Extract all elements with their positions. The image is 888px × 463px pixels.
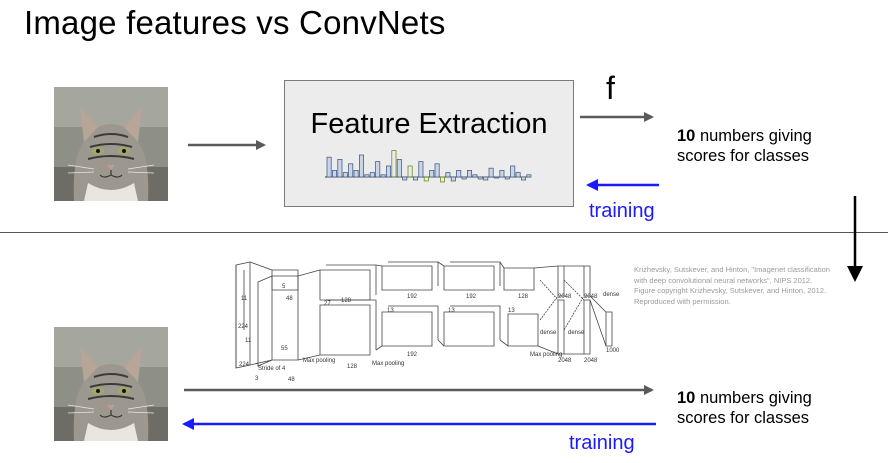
label-stride: Stride of 4: [258, 366, 286, 372]
histogram-bar: [483, 176, 489, 181]
histogram-bar: [396, 158, 402, 178]
feature-extraction-box: Feature Extraction: [284, 80, 574, 207]
cat-image-top: [54, 87, 168, 201]
label-128a: 128: [341, 298, 352, 304]
label-dense-1: dense: [540, 330, 557, 336]
label-224b: 224: [239, 362, 250, 368]
label-dense-3: dense: [603, 292, 620, 298]
label-dense-2: dense: [568, 330, 585, 336]
histogram-bar: [466, 169, 472, 178]
label-48a: 48: [286, 296, 293, 302]
histogram-bar: [353, 169, 359, 178]
label-128c: 128: [518, 294, 529, 300]
label-13b: 13: [448, 308, 455, 314]
histogram-bar: [348, 163, 354, 178]
label-2048c: 2048: [558, 358, 572, 364]
label-27: 27: [324, 301, 331, 307]
histogram-bar: [375, 161, 381, 178]
histogram-bar: [413, 176, 419, 181]
histogram-bar: [461, 176, 467, 180]
label-13a: 13: [387, 308, 394, 314]
histogram-bar: [472, 174, 478, 178]
histogram-bar: [418, 161, 424, 178]
label-2048b: 2048: [584, 294, 598, 300]
histogram-bar: [440, 176, 446, 183]
page-title: Image features vs ConvNets: [24, 4, 446, 41]
label-5: 5: [282, 284, 286, 290]
cat-image-bottom: [54, 327, 168, 441]
label-maxpool-2: Max pooling: [372, 361, 404, 367]
label-1000: 1000: [606, 348, 620, 354]
histogram-bar: [423, 176, 429, 182]
histogram-bar: [515, 172, 521, 178]
top-output-line2: scores for classes: [677, 147, 810, 165]
label-128b: 128: [347, 364, 358, 370]
histogram-bar: [520, 176, 526, 181]
histogram-bar: [342, 172, 348, 178]
label-55: 55: [281, 346, 288, 352]
label-192c: 192: [466, 294, 477, 300]
histogram-bar: [429, 169, 435, 178]
histogram-bar: [337, 158, 343, 178]
histogram-bar: [488, 167, 494, 178]
label-224a: 224: [238, 324, 249, 330]
top-output-line1: numbers giving: [695, 127, 812, 145]
function-f-label: f: [606, 70, 615, 106]
label-3a: 3: [255, 376, 259, 382]
histogram-bar: [526, 174, 532, 178]
label-192b: 192: [407, 352, 418, 358]
histogram-bar: [499, 169, 505, 178]
histogram-bar: [386, 165, 392, 178]
histogram-bar: [493, 176, 499, 179]
bottom-training-label: training: [569, 432, 635, 454]
label-192a: 192: [407, 294, 418, 300]
feature-histogram: [325, 150, 532, 183]
label-13c: 13: [508, 308, 515, 314]
top-output-count: 10: [677, 127, 696, 145]
histogram-bar: [332, 169, 337, 178]
label-maxpool-1: Max pooling: [303, 358, 335, 364]
label-2048d: 2048: [584, 358, 598, 364]
histogram-bar: [434, 163, 440, 178]
citation-text: Krizhevsky, Sutskever, and Hinton, "Imag…: [634, 265, 830, 306]
histogram-bar: [369, 172, 375, 178]
histogram-bar: [504, 176, 510, 180]
bottom-output-line1: numbers giving: [695, 389, 812, 407]
histogram-bar: [456, 169, 462, 178]
histogram-bar: [364, 174, 370, 178]
bottom-output-line2: scores for classes: [677, 409, 810, 427]
histogram-bar: [380, 174, 386, 178]
feature-extraction-label: Feature Extraction: [310, 108, 548, 140]
histogram-bar: [391, 150, 397, 178]
histogram-bar: [477, 176, 483, 180]
bottom-output-count: 10: [677, 389, 696, 407]
label-11b: 11: [245, 338, 252, 344]
histogram-bar: [326, 156, 332, 178]
label-11a: 11: [241, 296, 248, 302]
histogram-bar: [402, 176, 408, 181]
top-training-label: training: [589, 200, 655, 222]
label-2048a: 2048: [558, 294, 572, 300]
bottom-output-text: 10 numbers giving scores for classes: [677, 388, 812, 428]
label-48b: 48: [288, 377, 295, 383]
histogram-bar: [407, 165, 413, 178]
histogram-bar: [510, 165, 516, 178]
section-divider: [0, 232, 888, 233]
label-maxpool-3: Max pooling: [530, 352, 562, 358]
alexnet-diagram: [235, 261, 613, 369]
top-output-text: 10 numbers giving scores for classes: [677, 126, 812, 166]
histogram-bar: [359, 154, 365, 178]
histogram-bar: [450, 176, 456, 182]
histogram-bar: [445, 172, 451, 178]
